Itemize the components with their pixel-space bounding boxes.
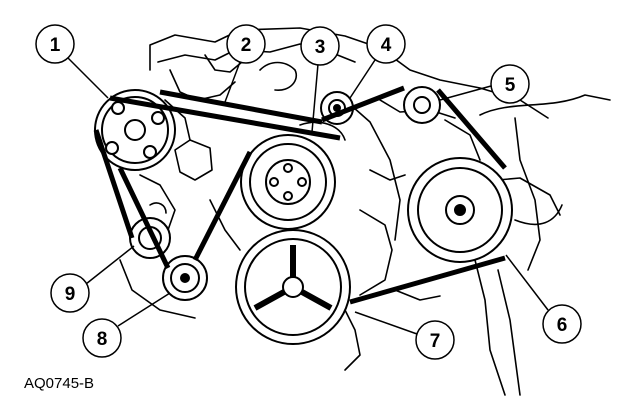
callout-1-number: 1 xyxy=(50,35,61,56)
callout-5-number: 5 xyxy=(505,75,516,96)
pulley-8 xyxy=(162,255,208,301)
pulley-3 xyxy=(240,134,336,230)
callout-8: 8 xyxy=(82,292,171,358)
callout-3-number: 3 xyxy=(315,37,326,58)
figure-code: AQ0745-B xyxy=(24,375,94,392)
callout-6: 6 xyxy=(505,254,582,344)
callout-5: 5 xyxy=(439,64,530,104)
callout-9: 9 xyxy=(50,245,135,313)
callout-1: 1 xyxy=(35,24,109,99)
callout-3: 3 xyxy=(300,26,340,133)
pulley-9 xyxy=(129,217,171,259)
drive-belt xyxy=(93,85,507,305)
callout-7: 7 xyxy=(354,311,455,360)
pulley-1 xyxy=(94,89,176,171)
callout-4-number: 4 xyxy=(381,35,392,56)
callout-9-number: 9 xyxy=(65,284,76,305)
callout-6-number: 6 xyxy=(557,315,568,336)
pulley-6 xyxy=(407,157,513,263)
callout-4: 4 xyxy=(349,24,406,99)
engine-block-sketch xyxy=(119,27,611,396)
callout-7-number: 7 xyxy=(430,331,441,352)
callout-2: 2 xyxy=(224,24,266,103)
pulley-7 xyxy=(235,229,351,345)
callout-8-number: 8 xyxy=(97,329,108,350)
pulley-5 xyxy=(403,86,441,124)
callout-2-number: 2 xyxy=(241,35,252,56)
